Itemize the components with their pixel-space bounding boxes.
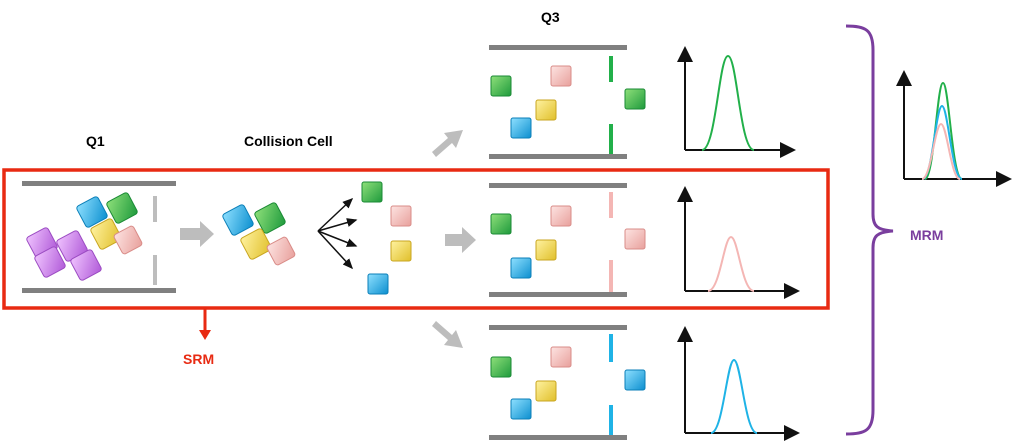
q1-top-rail bbox=[22, 181, 176, 186]
q1-label: Q1 bbox=[86, 133, 105, 149]
q3-slit-green-lower bbox=[609, 124, 613, 154]
to-q3-bottom-arrow-icon bbox=[432, 321, 463, 348]
q3-unit-pink bbox=[489, 183, 646, 297]
q3-passed-ion-green bbox=[624, 88, 646, 110]
q1-bottom-rail bbox=[22, 288, 176, 293]
frag-arrow-blue bbox=[317, 230, 354, 270]
purple-ion-cluster-icon bbox=[26, 227, 102, 281]
q3-passed-ion-blue bbox=[624, 369, 646, 391]
srm-down-arrow bbox=[199, 308, 211, 340]
q1-to-collision-arrow-icon bbox=[180, 221, 214, 247]
chromatogram-blue-icon bbox=[677, 326, 800, 441]
mrm-combined-chromatogram-icon bbox=[896, 70, 1012, 187]
chromatogram-pink-icon bbox=[677, 186, 800, 299]
mrm-brace bbox=[845, 24, 894, 436]
q1-slit-lower bbox=[153, 255, 157, 285]
frag-arrow-green bbox=[317, 197, 354, 232]
frag-arrow-yellow bbox=[317, 230, 358, 247]
fragment-cubes-icon bbox=[361, 181, 412, 295]
to-q3-middle-arrow-icon bbox=[445, 227, 476, 253]
mrm-label: MRM bbox=[910, 227, 943, 243]
collision-cell-label: Collision Cell bbox=[244, 133, 333, 149]
frag-arrow-pink bbox=[317, 218, 358, 232]
srm-highlight-box bbox=[2, 168, 830, 310]
q3-passed-ion-pink bbox=[624, 228, 646, 250]
q3-slit-green-upper bbox=[609, 56, 613, 82]
q1-slit-upper bbox=[153, 196, 157, 222]
to-q3-top-arrow-icon bbox=[432, 130, 463, 157]
chromatogram-green-icon bbox=[677, 46, 796, 158]
q1-precursor-cluster-icon bbox=[76, 192, 143, 255]
q3-unit-green bbox=[489, 45, 646, 159]
q3-label: Q3 bbox=[541, 9, 560, 25]
collision-cell-precursor-icon bbox=[222, 202, 296, 266]
q3-unit-blue bbox=[489, 325, 646, 440]
fragmentation-arrows bbox=[317, 197, 358, 270]
srm-label: SRM bbox=[183, 351, 214, 367]
q1-quadrupole bbox=[22, 181, 176, 293]
